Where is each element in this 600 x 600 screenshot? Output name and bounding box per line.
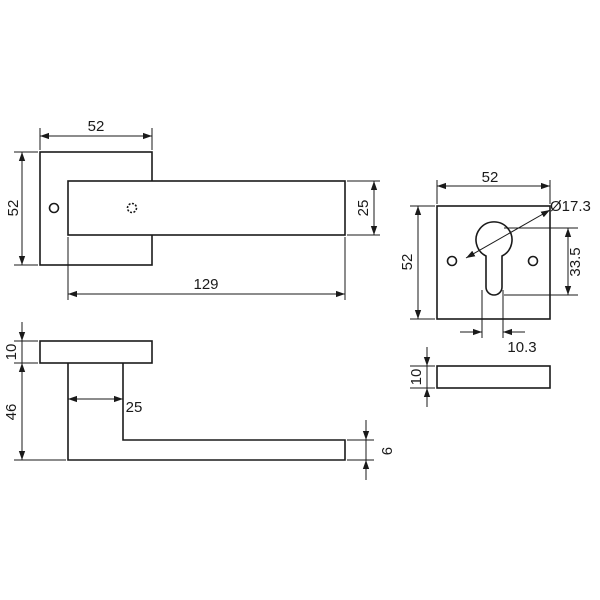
dim-leader-hole-diameter (465, 209, 551, 259)
lever-arm (67, 180, 346, 236)
escutcheon-side-plate (436, 365, 551, 389)
dim-label-lever-length: 129 (193, 276, 218, 293)
dim-label-hole-diameter: Ø17.3 (550, 198, 591, 215)
dim-label-neck-width: 25 (126, 399, 143, 416)
dim-label-escutcheon-thickness: 10 (408, 369, 425, 386)
escutcheon-side-view: 10 (408, 347, 551, 407)
dim-label-rose-width: 52 (88, 118, 105, 135)
dim-label-side-rose-thickness: 10 (3, 344, 20, 361)
escutcheon-plate (436, 205, 551, 320)
dim-label-lever-height: 25 (355, 200, 372, 217)
lever-front-view: 52 52 25 129 (5, 118, 380, 300)
dim-label-slot-width: 10.3 (507, 339, 536, 356)
escutcheon-left-screw-hole (446, 255, 458, 267)
side-lever-profile (67, 363, 346, 461)
dim-label-escutcheon-width: 52 (482, 169, 499, 186)
dim-label-rose-height: 52 (5, 200, 22, 217)
dim-label-side-height: 46 (3, 404, 20, 421)
side-rose (39, 340, 153, 364)
escutcheon-right-screw-hole (527, 255, 539, 267)
cylinder-keyhole (475, 221, 513, 296)
lever-side-view: 10 46 25 9 (3, 322, 395, 480)
dim-label-escutcheon-height: 52 (399, 254, 416, 271)
dim-label-lever-thickness: 9 (378, 447, 395, 455)
dim-label-hole-height: 33.5 (567, 247, 584, 276)
escutcheon-front-view: 52 52 Ø17.3 33.5 10.3 (399, 169, 591, 356)
lever-grub-screw (126, 202, 138, 214)
fixing-screw-hole (48, 202, 60, 214)
